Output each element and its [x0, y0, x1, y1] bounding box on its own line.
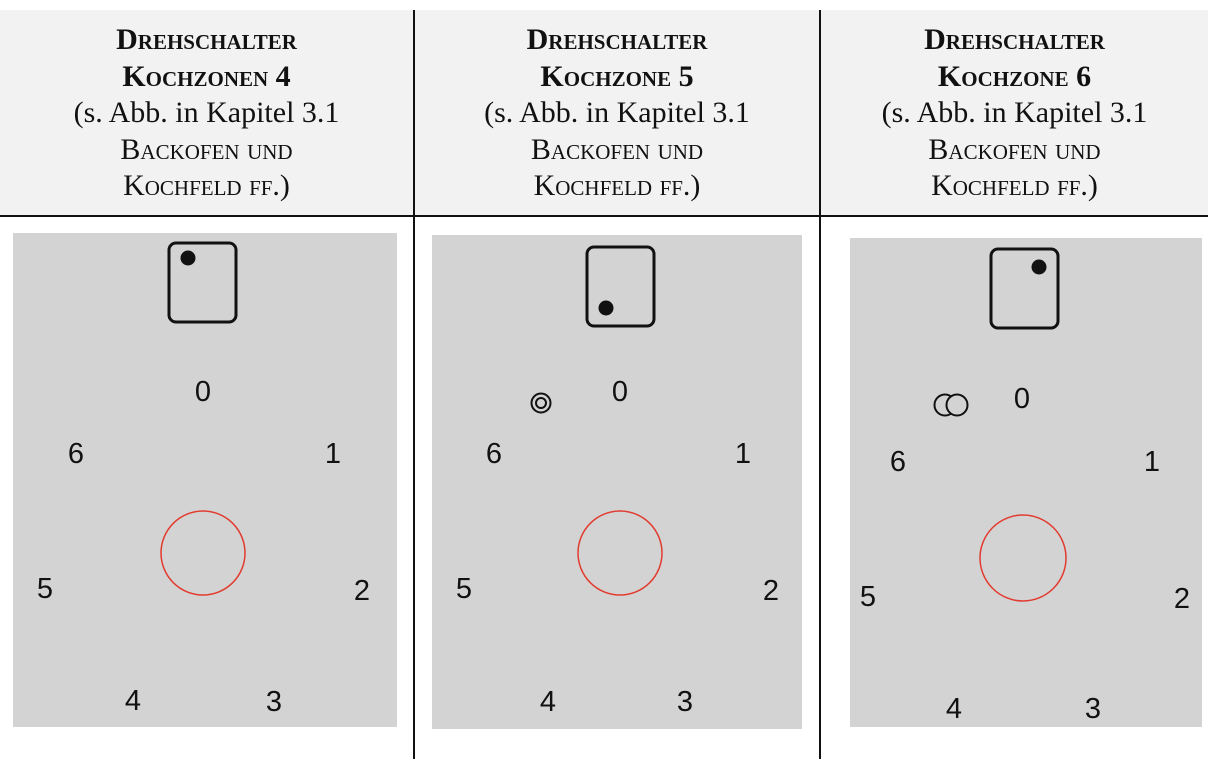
- concentric-circles-icon: [530, 392, 552, 414]
- reference-line2: Backofen und: [928, 132, 1101, 166]
- knob-ring: [979, 514, 1067, 602]
- header-cell-zone-4: Drehschalter Kochzonen 4 (s. Abb. in Kap…: [0, 10, 413, 215]
- dial-number-0: 0: [195, 376, 211, 408]
- dial-number-5: 5: [860, 581, 876, 613]
- dial-number-2: 2: [763, 575, 779, 607]
- header-cell-zone-6: Drehschalter Kochzone 6 (s. Abb. in Kapi…: [821, 10, 1208, 215]
- reference-line3: Kochfeld ff.): [123, 169, 290, 202]
- column-title-line1: Drehschalter: [924, 23, 1105, 56]
- reference-line1: (s. Abb. in Kapitel 3.1: [484, 96, 750, 129]
- reference-line1: (s. Abb. in Kapitel 3.1: [881, 96, 1148, 129]
- dial-number-6: 6: [890, 446, 906, 478]
- dial-number-6: 6: [68, 438, 84, 470]
- header-cell-zone-5: Drehschalter Kochzone 5 (s. Abb. in Kapi…: [415, 10, 819, 215]
- dial-number-3: 3: [677, 686, 693, 718]
- single-dot-top-left-square-icon: [167, 241, 238, 324]
- dial-number-3: 3: [1085, 693, 1101, 725]
- single-dot-top-right-square-icon: [989, 247, 1060, 330]
- dial-number-4: 4: [125, 685, 141, 717]
- knob-ring: [160, 510, 246, 596]
- header-divider: [0, 215, 1208, 217]
- knob-panel-zone-5: 0 1 2 3 4 5 6: [432, 235, 802, 729]
- column-title-line1: Drehschalter: [526, 23, 708, 56]
- reference-line2: Backofen und: [120, 132, 293, 166]
- column-title-line2: Kochzone 5: [540, 59, 694, 93]
- knob-panel-zone-6: 0 1 2 3 4 5 6: [850, 238, 1202, 727]
- dial-number-4: 4: [540, 686, 556, 718]
- single-dot-bottom-left-square-icon: [585, 245, 656, 328]
- dial-number-2: 2: [1174, 583, 1190, 615]
- column-title-line1: Drehschalter: [116, 23, 297, 56]
- dial-number-3: 3: [266, 686, 282, 718]
- dial-number-0: 0: [1014, 383, 1030, 415]
- column-divider: [413, 10, 415, 759]
- dial-number-5: 5: [456, 573, 472, 605]
- dial-number-1: 1: [325, 438, 341, 470]
- knob-panel-zone-4: 0 1 2 3 4 5 6: [13, 233, 397, 727]
- reference-line3: Kochfeld ff.): [931, 169, 1098, 202]
- dial-number-6: 6: [486, 438, 502, 470]
- dial-number-0: 0: [612, 376, 628, 408]
- knob-ring: [577, 510, 663, 596]
- dial-number-1: 1: [735, 438, 751, 470]
- reference-line1: (s. Abb. in Kapitel 3.1: [73, 96, 340, 129]
- reference-line3: Kochfeld ff.): [533, 169, 701, 202]
- dial-number-4: 4: [946, 693, 962, 725]
- column-divider: [819, 10, 821, 759]
- dial-number-5: 5: [37, 573, 53, 605]
- column-title-line2: Kochzone 6: [937, 59, 1092, 93]
- column-title-line2: Kochzonen 4: [122, 59, 291, 93]
- reference-line2: Backofen und: [530, 132, 704, 166]
- dial-number-1: 1: [1144, 446, 1160, 478]
- overlapping-circles-icon: [933, 393, 969, 417]
- dial-number-2: 2: [354, 575, 370, 607]
